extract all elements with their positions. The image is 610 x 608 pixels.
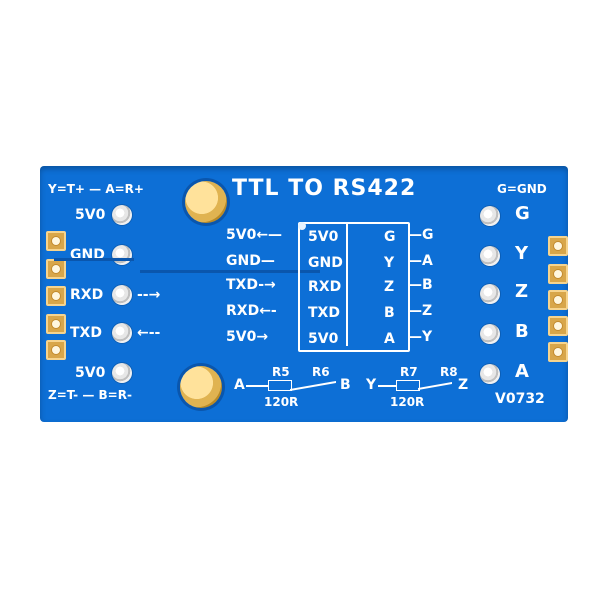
ic-right-2: Z xyxy=(384,279,395,295)
right-pin-hole xyxy=(480,364,500,384)
resistor-right xyxy=(396,380,420,391)
right-pin-hole xyxy=(480,284,500,304)
right-pin-label-b: B xyxy=(515,321,529,342)
trace xyxy=(378,385,396,387)
pcb-board: Y=T+ — A=R+ G=GND Z=T- — B=R- TTL TO RS4… xyxy=(40,166,568,422)
ic-right-3: B xyxy=(384,305,395,321)
right-pin-label-a: A xyxy=(515,361,529,382)
map-right-4: —Y xyxy=(408,329,433,345)
map-left-2: TXD-→ xyxy=(226,277,276,293)
right-header-pin xyxy=(548,290,568,310)
right-pin-hole xyxy=(480,206,500,226)
txd-arrow: ←-- xyxy=(137,325,161,341)
left-pin-label-rxd: RXD xyxy=(70,287,104,303)
left-pin-hole xyxy=(112,205,132,225)
res-left-a-label: A xyxy=(234,377,245,393)
map-right-2: —B xyxy=(408,277,433,293)
left-pin-label-5v0-bottom: 5V0 xyxy=(75,365,106,381)
left-pin-hole xyxy=(112,285,132,305)
top-right-legend: G=GND xyxy=(497,182,547,196)
left-header-pin xyxy=(46,286,66,306)
map-right-1: —A xyxy=(408,253,433,269)
r5-label: R5 xyxy=(272,365,290,379)
r7-label: R7 xyxy=(400,365,418,379)
right-pin-label-g: G xyxy=(515,203,530,224)
ic-left-3: TXD xyxy=(308,305,340,321)
right-pin-label-y: Y xyxy=(515,243,529,264)
version-label: V0732 xyxy=(495,391,545,407)
r8-label: R8 xyxy=(440,365,458,379)
right-header-pin xyxy=(548,342,568,362)
rxd-arrow: --→ xyxy=(137,287,161,303)
res-right-value: 120R xyxy=(390,395,425,409)
right-header-pin xyxy=(548,316,568,336)
left-pin-hole xyxy=(112,323,132,343)
map-right-0: —G xyxy=(408,227,434,243)
ic-left-0: 5V0 xyxy=(308,229,339,245)
right-header-pin xyxy=(548,236,568,256)
right-pin-hole xyxy=(480,324,500,344)
trace xyxy=(140,270,320,273)
ic-left-4: 5V0 xyxy=(308,331,339,347)
left-header-pin xyxy=(46,259,66,279)
res-right-y-label: Y xyxy=(366,377,377,393)
left-header-pin xyxy=(46,340,66,360)
resistor-left xyxy=(268,380,292,391)
board-title: TTL TO RS422 xyxy=(232,176,417,201)
bottom-left-legend: Z=T- — B=R- xyxy=(48,388,132,402)
left-pin-hole xyxy=(112,245,132,265)
trace xyxy=(418,382,452,390)
ic-left-2: RXD xyxy=(308,279,342,295)
map-left-4: 5V0→ xyxy=(226,329,269,345)
mounting-hole-top xyxy=(185,181,227,223)
trace xyxy=(290,380,336,392)
top-left-legend: Y=T+ — A=R+ xyxy=(48,182,144,196)
left-pin-label-txd: TXD xyxy=(70,325,102,341)
ic-pin1-dot xyxy=(298,222,306,230)
left-header-pin xyxy=(46,314,66,334)
ic-outline: 5V0 GND RXD TXD 5V0 G Y Z B A xyxy=(298,222,410,352)
map-left-1: GND— xyxy=(226,253,275,269)
mounting-hole-bottom xyxy=(180,366,222,408)
trace xyxy=(54,258,134,261)
res-left-value: 120R xyxy=(264,395,299,409)
res-right-z-label: Z xyxy=(458,377,469,393)
map-left-3: RXD←- xyxy=(226,303,277,319)
map-right-3: —Z xyxy=(408,303,433,319)
ic-right-0: G xyxy=(384,229,396,245)
ic-right-4: A xyxy=(384,331,395,347)
trace xyxy=(246,385,268,387)
r6-label: R6 xyxy=(312,365,330,379)
right-header-pin xyxy=(548,264,568,284)
right-pin-label-z: Z xyxy=(515,281,529,302)
map-left-0: 5V0←— xyxy=(226,227,283,243)
left-header-pin xyxy=(46,231,66,251)
ic-left-1: GND xyxy=(308,255,343,271)
right-pin-hole xyxy=(480,246,500,266)
left-pin-hole xyxy=(112,363,132,383)
ic-right-1: Y xyxy=(384,255,395,271)
left-pin-label-5v0-top: 5V0 xyxy=(75,207,106,223)
res-left-b-label: B xyxy=(340,377,351,393)
ic-divider xyxy=(346,224,348,346)
